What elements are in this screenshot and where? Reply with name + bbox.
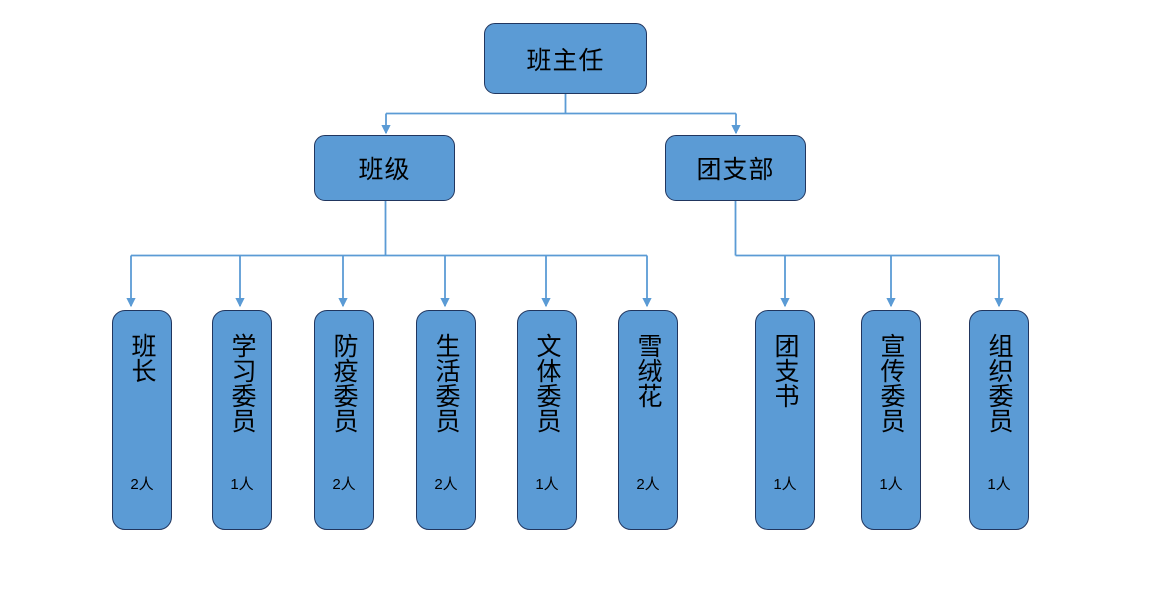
node-count: 2人	[434, 476, 458, 493]
node-edelweiss[interactable]: 雪绒花 2人	[618, 310, 678, 530]
node-monitor[interactable]: 班长 2人	[112, 310, 172, 530]
node-publicity-officer[interactable]: 宣传委员 1人	[861, 310, 921, 530]
node-label: 学习委员	[228, 333, 256, 433]
node-league-secretary[interactable]: 团支书 1人	[755, 310, 815, 530]
node-label: 雪绒花	[634, 333, 662, 408]
node-class[interactable]: 班级	[314, 135, 455, 201]
node-label: 宣传委员	[877, 333, 905, 433]
node-label: 文体委员	[533, 333, 561, 433]
node-count: 1人	[230, 476, 254, 493]
node-head-teacher[interactable]: 班主任	[484, 23, 647, 94]
node-count: 2人	[636, 476, 660, 493]
node-epidemic-officer[interactable]: 防疫委员 2人	[314, 310, 374, 530]
node-count: 1人	[879, 476, 903, 493]
node-label: 生活委员	[432, 333, 460, 433]
node-label: 团支部	[696, 156, 775, 184]
node-label: 班长	[128, 333, 156, 383]
node-count: 1人	[773, 476, 797, 493]
node-label: 班级	[358, 156, 411, 184]
node-organization-officer[interactable]: 组织委员 1人	[969, 310, 1029, 530]
node-life-officer[interactable]: 生活委员 2人	[416, 310, 476, 530]
node-arts-sports-officer[interactable]: 文体委员 1人	[517, 310, 577, 530]
node-count: 1人	[535, 476, 559, 493]
node-count: 1人	[987, 476, 1011, 493]
node-label: 班主任	[526, 46, 605, 75]
node-league-branch[interactable]: 团支部	[665, 135, 806, 201]
node-label: 组织委员	[985, 333, 1013, 433]
node-label: 团支书	[771, 333, 799, 408]
node-label: 防疫委员	[330, 333, 358, 433]
node-study-officer[interactable]: 学习委员 1人	[212, 310, 272, 530]
node-count: 2人	[130, 476, 154, 493]
node-count: 2人	[332, 476, 356, 493]
